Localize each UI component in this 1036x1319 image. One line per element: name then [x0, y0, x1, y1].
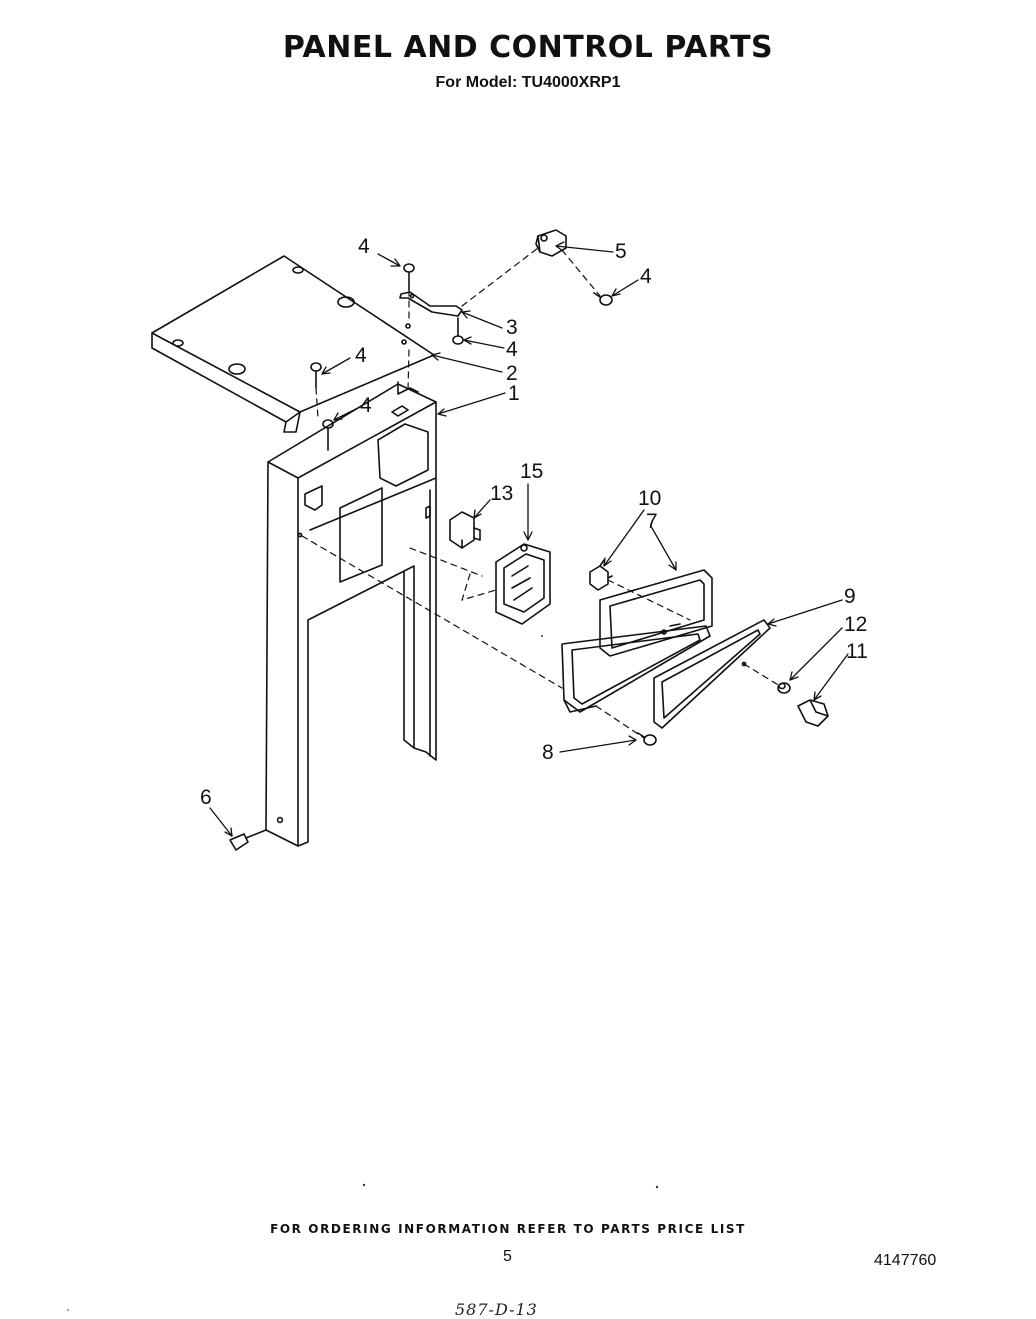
callout-4-bracket: 4: [506, 338, 518, 361]
handwritten-code: 587-D-13: [455, 1300, 538, 1319]
scan-marks: [67, 635, 659, 1311]
page-number: 5: [503, 1248, 512, 1265]
control-escutcheon: [599, 569, 713, 657]
callout-4-center: 4: [360, 394, 372, 417]
callout-5: 5: [615, 240, 627, 263]
control-panel-frame: [265, 381, 437, 847]
switch-housing: [495, 543, 551, 625]
door-switch: [535, 229, 567, 257]
assembly-guide-lines: [301, 247, 781, 739]
document-number: 4147760: [874, 1252, 937, 1269]
screw-icon-bracket: [452, 317, 464, 345]
callout-1: 1: [508, 382, 520, 405]
callout-4-left: 4: [355, 344, 367, 367]
screw-icon-center: [322, 419, 334, 451]
callout-leaders: [209, 241, 849, 837]
top-mounting-plate: [151, 255, 435, 433]
control-panel-overlay: [653, 619, 771, 729]
ordering-notice: FOR ORDERING INFORMATION REFER TO PARTS …: [270, 1222, 746, 1236]
selector-switch: [449, 511, 481, 549]
screw-icon-right: [593, 292, 613, 306]
callout-4-right: 4: [640, 265, 652, 288]
callout-3: 3: [506, 316, 518, 339]
model-subtitle: For Model: TU4000XRP1: [435, 74, 621, 91]
callout-4-top: 4: [358, 235, 370, 258]
callout-12: 12: [844, 613, 867, 636]
page-title: PANEL AND CONTROL PARTS: [282, 30, 774, 65]
callout-2: 2: [506, 362, 518, 385]
screw-icon-panel: [637, 732, 657, 746]
callout-15: 15: [520, 460, 543, 483]
callout-numbers: 4 5 4 3 4 4 2 4 1 15 13 10 7 9 12 11 8 6: [200, 235, 868, 809]
callout-6: 6: [200, 786, 212, 809]
screw-icon-bottom: [229, 829, 267, 851]
callout-9: 9: [844, 585, 856, 608]
callout-13: 13: [490, 482, 513, 505]
knob-spacer: [777, 682, 791, 694]
screw-icon-left: [310, 362, 322, 389]
callout-11: 11: [846, 640, 868, 663]
callout-8: 8: [542, 741, 554, 764]
callout-10: 10: [638, 487, 661, 510]
push-button-switch: [589, 559, 613, 591]
screw-icon-top: [403, 263, 415, 291]
control-knob: [797, 699, 829, 727]
control-panel: [561, 625, 711, 713]
mounting-bracket: [399, 291, 463, 317]
callout-7: 7: [646, 510, 658, 533]
